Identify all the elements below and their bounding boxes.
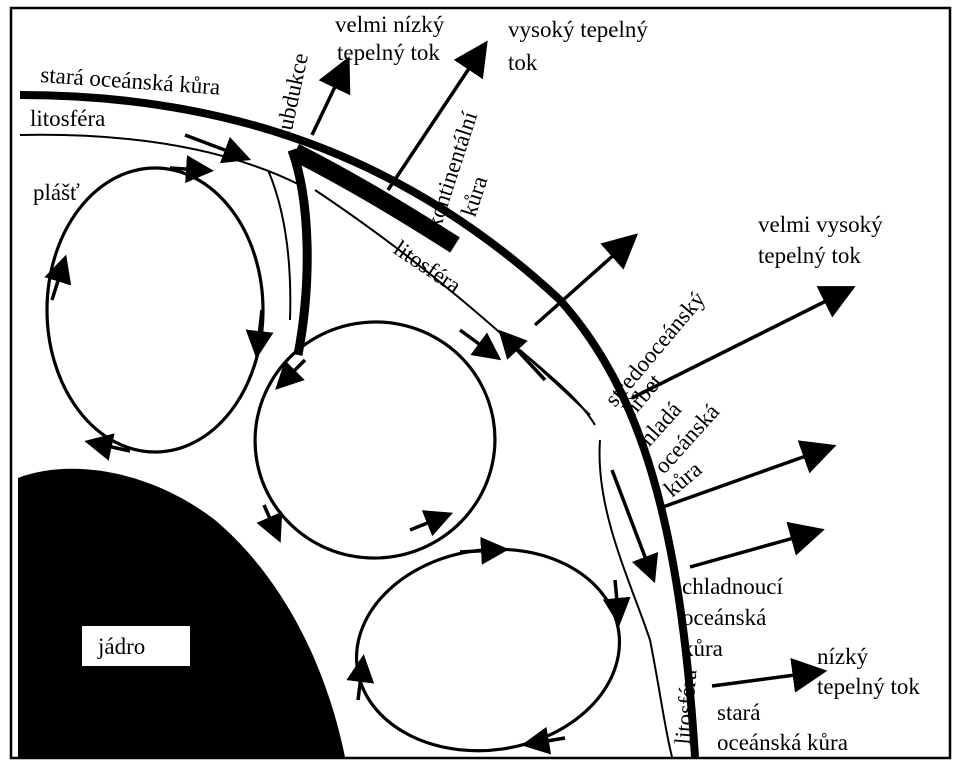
heat-flow-arrow-cooling bbox=[690, 534, 808, 567]
very-low-flow-label-1: velmi nízký bbox=[335, 12, 445, 37]
subducting-slab bbox=[292, 150, 307, 355]
high-flow-label-1: vysoký tepelný bbox=[508, 17, 648, 42]
core-region bbox=[18, 469, 345, 757]
cooling-crust-label-1: chladnoucí bbox=[682, 574, 784, 599]
core-label: jádro bbox=[97, 634, 145, 659]
plate-motion-arrow-left bbox=[185, 135, 238, 155]
cell-3-arrow-top bbox=[460, 550, 495, 552]
cell-2-arrow-bottom bbox=[410, 518, 440, 530]
lithosphere-base-mid bbox=[315, 190, 590, 415]
heat-flow-arrow-low bbox=[712, 673, 810, 686]
high-flow-label-2: tok bbox=[508, 50, 538, 75]
lithosphere-base-left bbox=[20, 135, 300, 185]
plate-motion-arrow-mid bbox=[508, 340, 545, 380]
low-flow-label-1: nízký bbox=[817, 644, 869, 669]
mantle-label: plášť bbox=[33, 180, 80, 205]
cell-3-arrow-right bbox=[615, 580, 618, 612]
very-high-flow-label-2: tepelný tok bbox=[758, 243, 861, 268]
plate-motion-arrow-right bbox=[612, 470, 650, 570]
cell-2-arrow-top-right bbox=[460, 330, 490, 352]
cooling-crust-label-2: oceánská bbox=[682, 605, 766, 630]
convection-cell-2 bbox=[236, 303, 513, 577]
cooling-crust-label-3: kůra bbox=[682, 636, 723, 661]
subduction-label: subdukce bbox=[270, 51, 313, 141]
convection-cell-3 bbox=[343, 533, 632, 766]
slab-underside bbox=[268, 170, 290, 320]
cell-1-arrow-left bbox=[52, 268, 62, 300]
very-high-flow-label-1: velmi vysoký bbox=[758, 212, 883, 237]
heat-flow-arrow-very-low bbox=[312, 72, 342, 135]
old-crust-right-label-1: stará bbox=[717, 700, 760, 725]
lithosphere-left-label: litosféra bbox=[30, 106, 105, 131]
old-crust-right-label-2: oceánská kůra bbox=[717, 730, 848, 755]
lithosphere-base-right bbox=[600, 440, 672, 757]
cell-1-arrow-top bbox=[170, 168, 200, 170]
convection-cell-1 bbox=[47, 168, 263, 452]
cell-2-arrow-top-left bbox=[285, 360, 305, 380]
low-flow-label-2: tepelný tok bbox=[817, 674, 920, 699]
cell-2-arrow-left bbox=[264, 505, 275, 530]
very-low-flow-label-2: tepelný tok bbox=[337, 40, 440, 65]
